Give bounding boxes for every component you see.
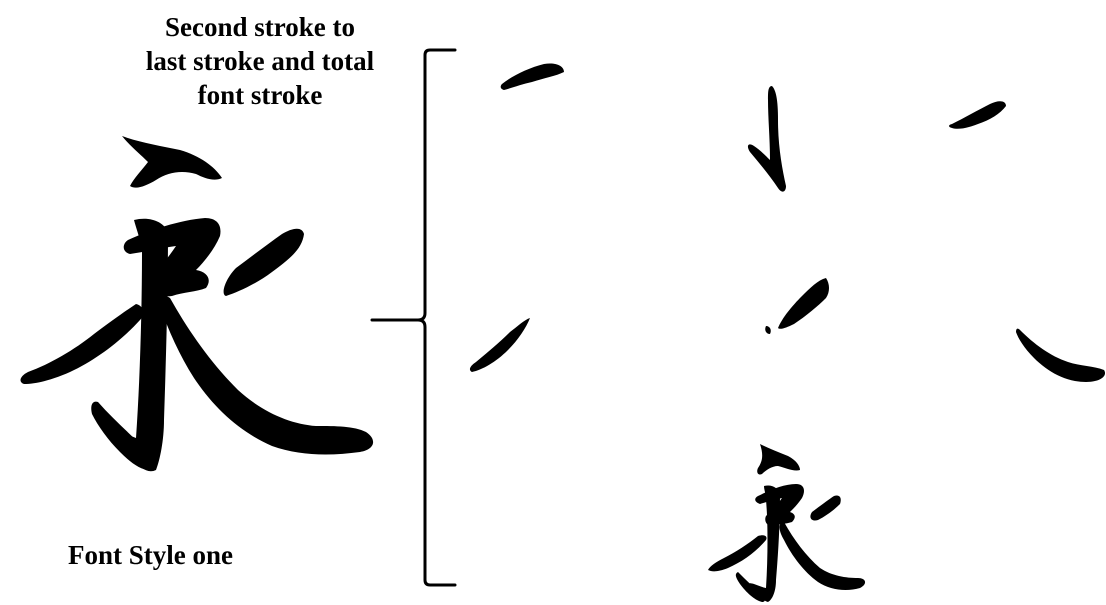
small-character-yong xyxy=(708,444,865,602)
small-right-sweeping-stroke xyxy=(780,522,866,590)
large-left-falling-stroke xyxy=(21,304,144,384)
stroke-panel-3 xyxy=(949,101,1006,129)
large-upper-right-stroke xyxy=(224,229,304,296)
stroke-panel-1 xyxy=(501,63,564,90)
curly-brace xyxy=(372,50,455,585)
stroke-panel-5 xyxy=(778,278,829,329)
large-right-sweeping-stroke xyxy=(160,296,373,454)
large-character-yong xyxy=(21,136,374,471)
large-dot-stroke xyxy=(122,136,222,188)
stroke-panel-4 xyxy=(470,318,530,372)
stroke-panel-6 xyxy=(1016,329,1105,382)
small-dot-stroke xyxy=(757,444,800,475)
small-upper-right-stroke xyxy=(810,495,840,520)
stroke-panel-5-tick xyxy=(765,326,771,334)
small-left-falling-stroke xyxy=(708,535,767,571)
stroke-panel-2 xyxy=(748,86,786,192)
